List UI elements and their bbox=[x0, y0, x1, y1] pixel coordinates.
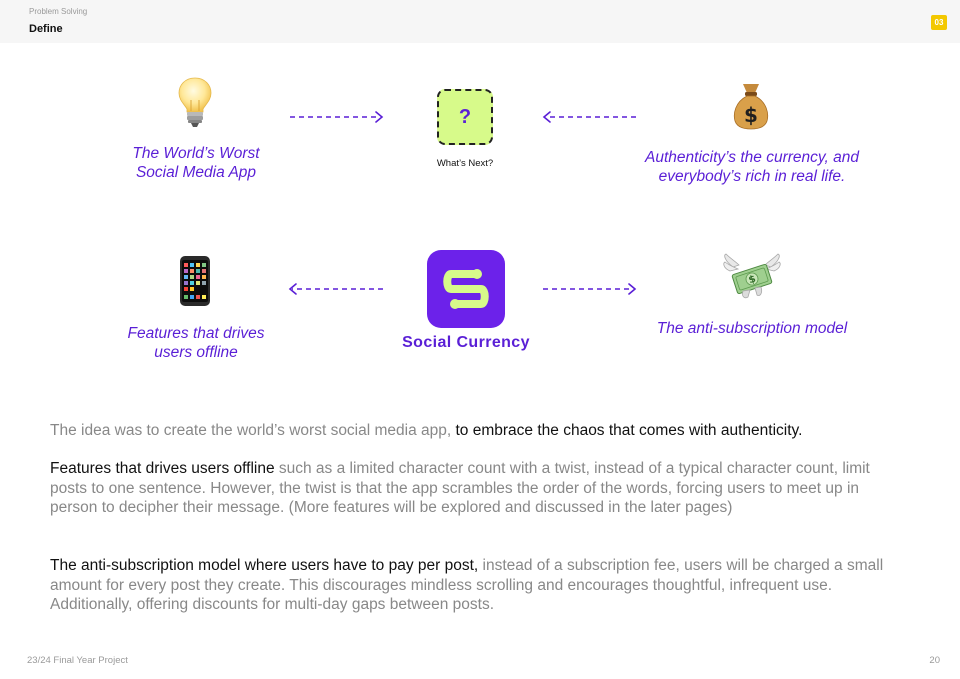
page-title: Define bbox=[29, 23, 63, 35]
whats-next-box: ? bbox=[437, 89, 493, 145]
subscription-paragraph: The anti-subscription model where users … bbox=[50, 556, 910, 615]
whats-next-caption: What’s Next? bbox=[436, 158, 494, 169]
section-label: Problem Solving bbox=[29, 7, 88, 16]
paragraph-muted: instead of a subscription fee, users wil… bbox=[50, 557, 884, 613]
svg-text:$: $ bbox=[747, 274, 757, 287]
smartphone-icon bbox=[179, 255, 211, 312]
question-mark: ? bbox=[458, 105, 472, 128]
lightbulb-icon bbox=[177, 76, 213, 133]
paragraph-emphasis: to embrace the chaos that comes with aut… bbox=[455, 422, 803, 439]
page-badge: 03 bbox=[931, 15, 947, 30]
social-currency-logo bbox=[427, 250, 505, 328]
money-bag-caption: Authenticity’s the currency, and everybo… bbox=[645, 149, 859, 185]
paragraph-lead: The anti-subscription model where users … bbox=[50, 557, 479, 574]
money-with-wings-caption: The anti-subscription model bbox=[656, 320, 848, 337]
brand-name: Social Currency bbox=[402, 334, 530, 351]
features-paragraph: Features that drives users offline such … bbox=[50, 459, 910, 518]
smartphone-caption: Features that drives users offline bbox=[127, 325, 265, 361]
lightbulb-caption: The World’s Worst Social Media App bbox=[132, 145, 260, 181]
svg-text:$: $ bbox=[744, 103, 758, 127]
page-header: Problem Solving Define 03 bbox=[0, 0, 960, 43]
paragraph-muted: such as a limited character count with a… bbox=[50, 460, 870, 516]
money-bag-icon: $ bbox=[731, 80, 771, 135]
paragraph-lead: Features that drives users offline bbox=[50, 460, 275, 477]
footer-project: 23/24 Final Year Project bbox=[27, 655, 128, 666]
intro-paragraph: The idea was to create the world’s worst… bbox=[50, 421, 910, 441]
money-with-wings-icon: $ bbox=[723, 253, 781, 306]
footer-page-number: 20 bbox=[929, 655, 940, 666]
paragraph-muted: The idea was to create the world’s worst… bbox=[50, 422, 456, 439]
